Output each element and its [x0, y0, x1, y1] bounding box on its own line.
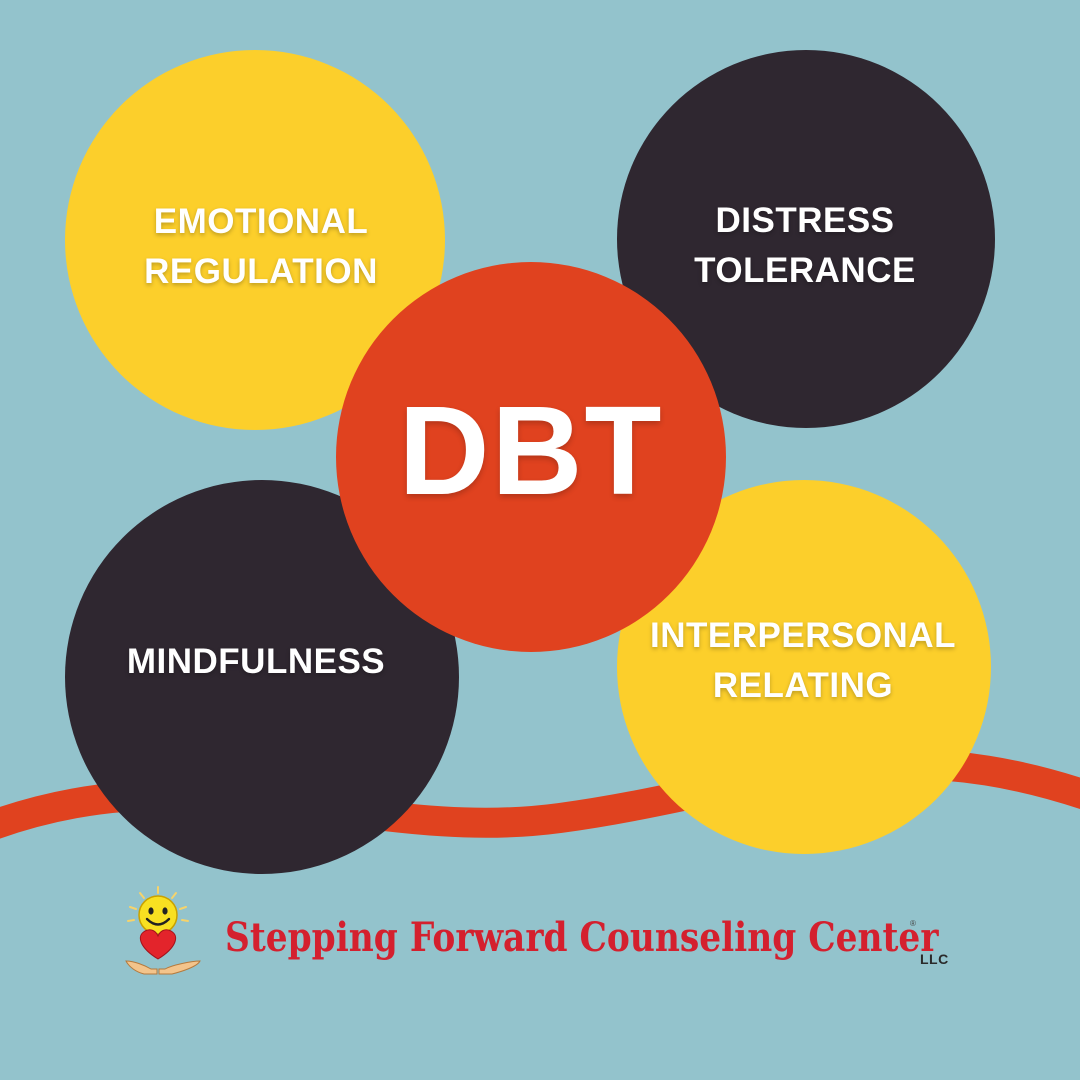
company-suffix: LLC: [920, 951, 949, 967]
skill-label-line: REGULATION: [144, 251, 378, 291]
center-label: DBT: [398, 380, 664, 521]
skill-label-line: INTERPERSONAL: [650, 616, 956, 655]
skill-label-line: DISTRESS: [715, 200, 895, 240]
skill-label-line: RELATING: [712, 666, 894, 705]
center-circle-dbt: DBT: [336, 262, 726, 652]
skill-label-mindfulness: MINDFULNESS: [127, 637, 385, 687]
registered-mark: ®: [910, 919, 916, 928]
company-logo: Stepping Forward Counseling Center ® LLC: [120, 885, 980, 985]
skill-circle-distress-tolerance: DISTRESS TOLERANCE: [617, 50, 995, 428]
skill-label-line: EMOTIONAL: [153, 201, 369, 241]
skill-label-interpersonal-relating: INTERPERSONAL RELATING: [650, 611, 956, 711]
skill-label-line: MINDFULNESS: [126, 642, 386, 681]
skill-label-line: TOLERANCE: [694, 250, 916, 290]
skill-label-distress-tolerance: DISTRESS TOLERANCE: [694, 196, 916, 296]
smiley-sun-heart-hands-icon: [125, 886, 201, 975]
company-name: Stepping Forward Counseling Center: [225, 914, 939, 961]
skill-label-emotional-regulation: EMOTIONAL REGULATION: [144, 197, 378, 297]
